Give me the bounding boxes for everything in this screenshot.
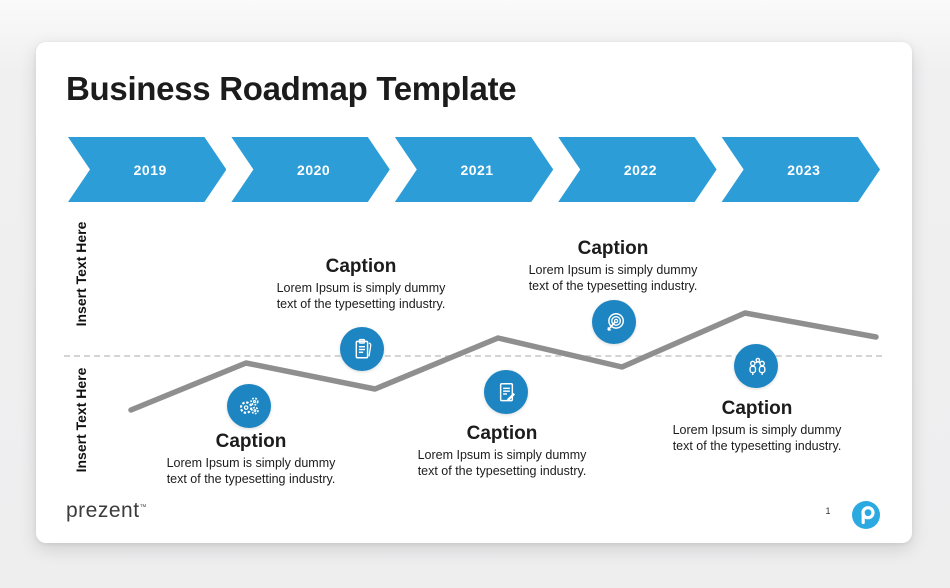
timeline-arrow-2022: 2022 xyxy=(558,137,716,202)
team-icon xyxy=(748,357,766,375)
milestone-caption-3: Caption Lorem Ipsum is simply dummy text… xyxy=(377,423,627,479)
page-number: 1 xyxy=(825,506,831,516)
milestone-caption-1: Caption Lorem Ipsum is simply dummy text… xyxy=(126,431,376,487)
year-label: 2020 xyxy=(297,161,331,178)
caption-text-line: Lorem Ipsum is simply dummy xyxy=(276,281,446,295)
timeline-arrow-2023: 2023 xyxy=(722,137,880,202)
caption-text-line: text of the typesetting industry. xyxy=(276,296,446,311)
caption-text-line: text of the typesetting industry. xyxy=(672,438,842,453)
clipboard-icon xyxy=(355,338,371,358)
document-pen-icon xyxy=(499,382,515,401)
milestone-node-4 xyxy=(592,300,636,344)
prezent-p-icon xyxy=(852,501,880,529)
milestone-node-2 xyxy=(340,327,384,371)
caption-text-line: Lorem Ipsum is simply dummy xyxy=(672,423,842,437)
caption-title: Caption xyxy=(325,256,397,277)
caption-title: Caption xyxy=(215,431,287,452)
milestone-caption-4: Caption Lorem Ipsum is simply dummy text… xyxy=(488,238,738,294)
p-glyph-icon xyxy=(860,505,875,524)
timeline-arrow-2021: 2021 xyxy=(395,137,553,202)
prezent-logo: prezent™ xyxy=(66,499,147,523)
side-label-lower: Insert Text Here xyxy=(73,367,89,473)
caption-title: Caption xyxy=(577,238,649,259)
caption-text-line: text of the typesetting industry. xyxy=(528,278,698,293)
timeline-arrow-2019: 2019 xyxy=(68,137,226,202)
year-label: 2023 xyxy=(787,161,821,178)
year-label: 2022 xyxy=(623,161,657,178)
trademark-symbol: ™ xyxy=(139,504,148,511)
timeline-arrow-2020: 2020 xyxy=(231,137,389,202)
slide-card: Business Roadmap Template 2019 2020 2021… xyxy=(36,42,912,543)
side-label-upper: Insert Text Here xyxy=(73,221,89,327)
timeline-arrow-band: 2019 2020 2021 2022 2023 xyxy=(68,137,880,202)
caption-text-line: Lorem Ipsum is simply dummy xyxy=(166,456,336,470)
year-label: 2021 xyxy=(460,161,494,178)
caption-text-line: Lorem Ipsum is simply dummy xyxy=(528,263,698,277)
caption-text-line: text of the typesetting industry. xyxy=(166,471,336,486)
milestone-node-5 xyxy=(734,344,778,388)
milestone-node-3 xyxy=(484,370,528,414)
caption-title: Caption xyxy=(466,423,538,444)
milestone-caption-2: Caption Lorem Ipsum is simply dummy text… xyxy=(236,256,486,312)
caption-text-line: Lorem Ipsum is simply dummy xyxy=(417,448,587,462)
caption-title: Caption xyxy=(721,398,793,419)
milestone-caption-5: Caption Lorem Ipsum is simply dummy text… xyxy=(632,398,882,454)
brand-wordmark: prezent xyxy=(66,499,140,522)
caption-text-line: text of the typesetting industry. xyxy=(417,463,587,478)
year-label: 2019 xyxy=(133,161,167,178)
target-arrow-icon xyxy=(606,312,624,331)
page-title: Business Roadmap Template xyxy=(66,70,517,107)
milestone-node-1 xyxy=(227,384,271,428)
gears-icon xyxy=(239,396,259,414)
